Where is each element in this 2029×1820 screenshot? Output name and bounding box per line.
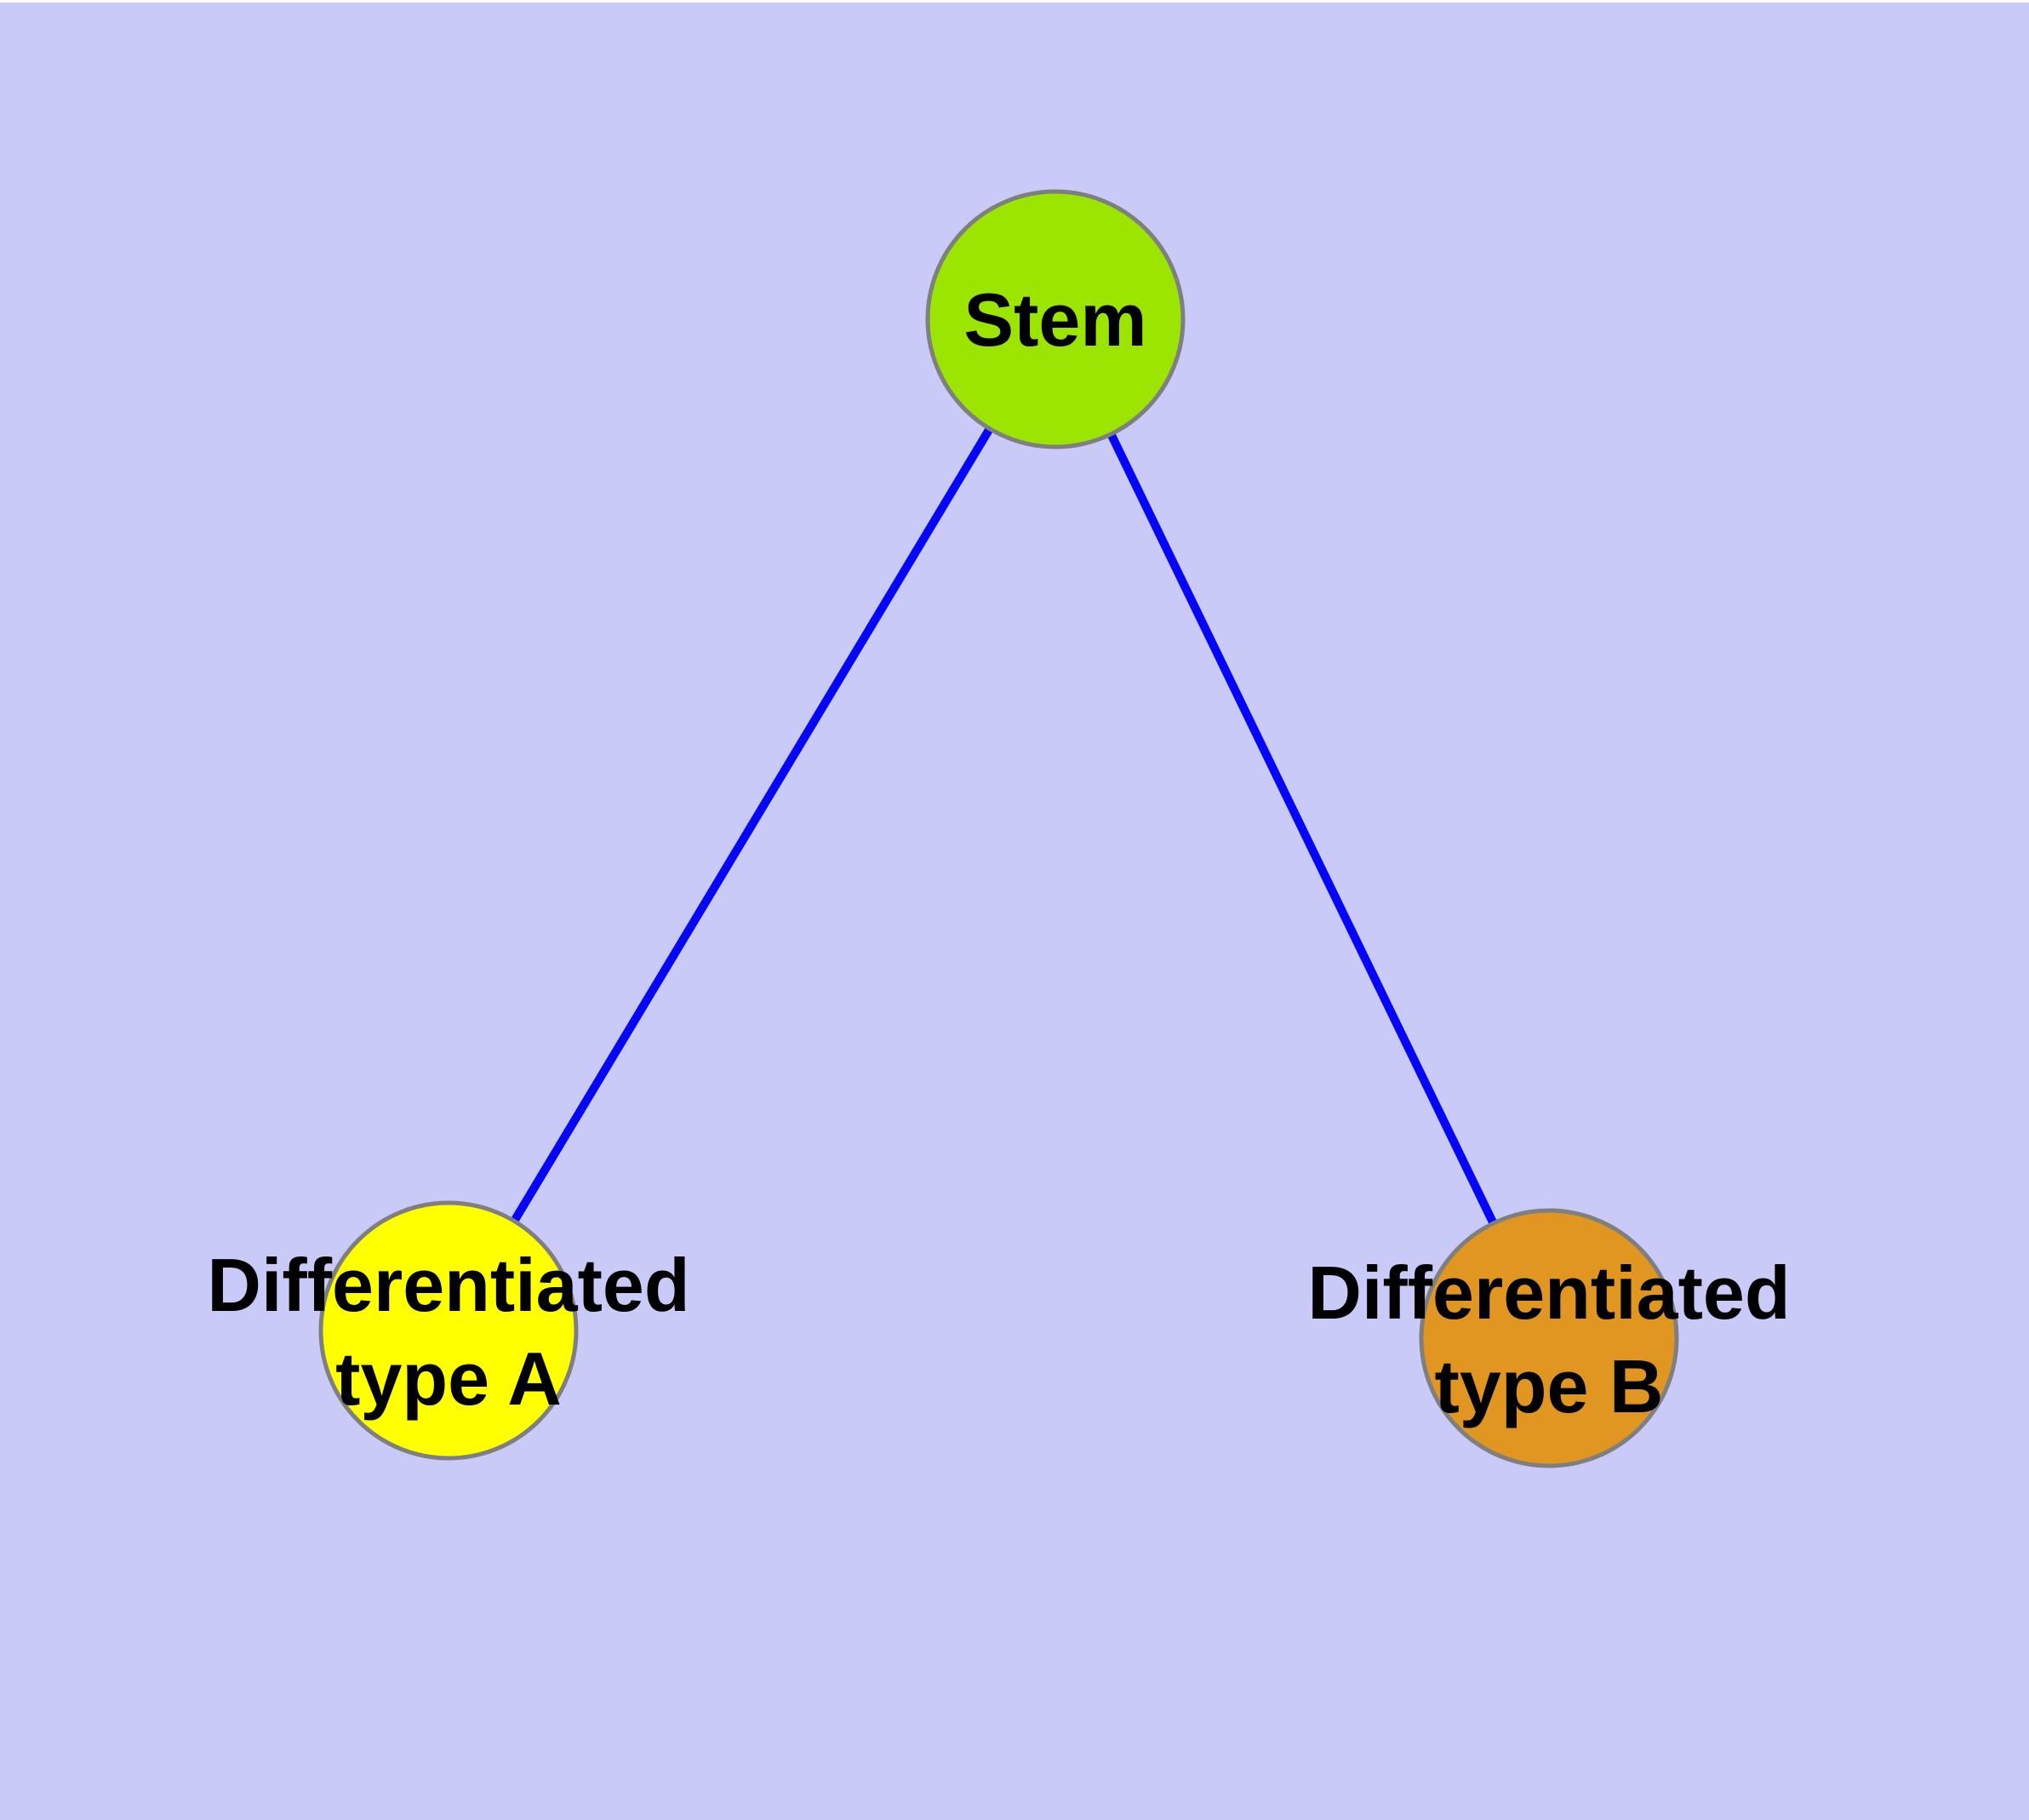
node-type-b-label-line1: Differentiated <box>1307 1251 1790 1335</box>
node-type-a-label-line2: type A <box>335 1336 562 1421</box>
node-stem <box>925 189 1186 449</box>
node-stem-label: Stem <box>963 278 1146 362</box>
node-differentiated-type-a <box>318 1200 579 1461</box>
node-type-a-label-line1: Differentiated <box>207 1243 689 1327</box>
node-differentiated-type-b <box>1419 1208 1679 1468</box>
edge-stem-to-type-b <box>1051 317 1553 1341</box>
node-type-b-label-line2: type B <box>1435 1344 1664 1428</box>
edge-stem-to-type-a <box>444 317 1060 1333</box>
